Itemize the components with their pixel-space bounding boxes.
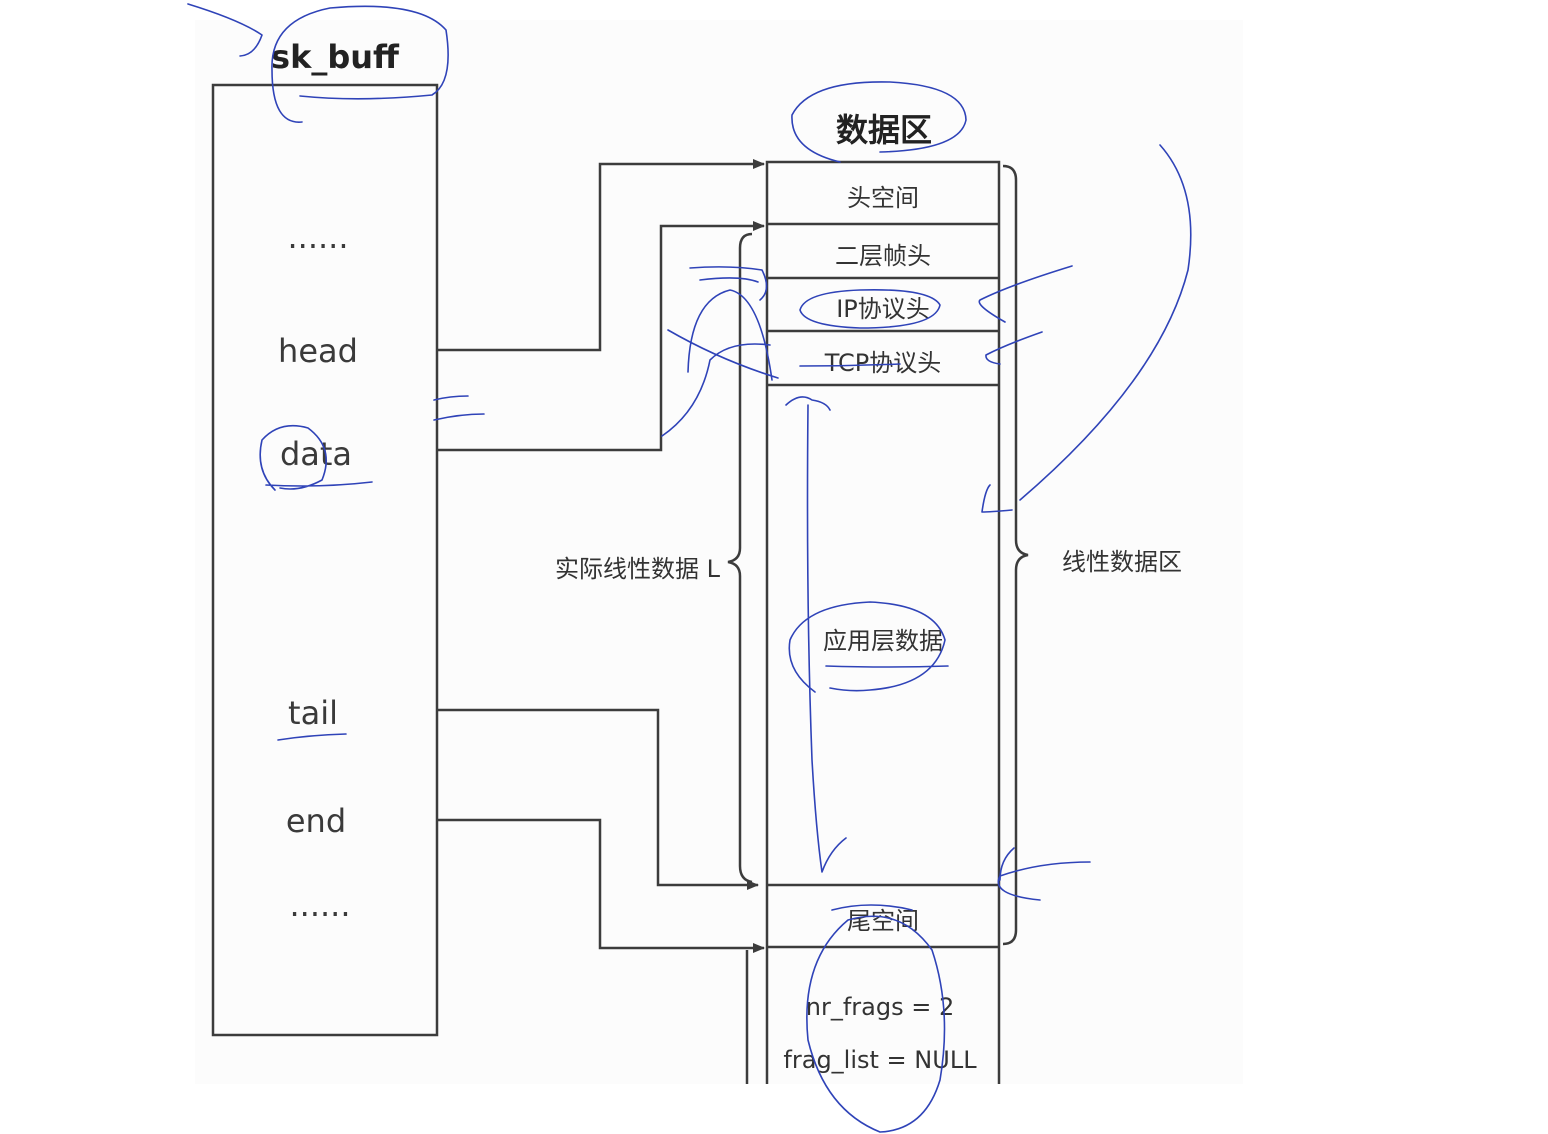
end-pointer-arrow <box>437 818 765 953</box>
field-ellipsis-top: ...... <box>287 218 348 256</box>
segment-l2-header: 二层帧头 <box>835 242 931 270</box>
sk-buff-box <box>211 83 439 1037</box>
ink-circle-ip-header <box>799 288 941 329</box>
sk-buff-title: sk_buff <box>271 38 400 76</box>
segment-headroom: 头空间 <box>847 184 919 212</box>
segment-tcp-header: TCP协议头 <box>824 349 941 377</box>
data-area-box <box>765 160 1001 1084</box>
ink-circle-frags <box>806 904 946 1133</box>
linear-data-area-brace <box>1002 164 1029 946</box>
linear-data-area-label: 线性数据区 <box>1062 548 1182 576</box>
field-data: data <box>280 435 352 473</box>
diagram-background <box>195 20 1243 1084</box>
segment-tailroom: 尾空间 <box>847 907 919 935</box>
ink-vertical-line <box>785 396 847 873</box>
ink-curve-right <box>981 144 1192 513</box>
nr-frags-value: nr_frags = 2 <box>806 993 954 1021</box>
segment-ip-header: IP协议头 <box>836 295 930 323</box>
ink-underline-tail <box>277 733 347 741</box>
ink-arrows-right <box>978 265 1073 365</box>
data-pointer-arrow <box>437 221 765 452</box>
frag-list-value: frag_list = NULL <box>783 1046 977 1074</box>
head-pointer-arrow <box>437 159 765 352</box>
ink-stroke <box>187 3 263 57</box>
actual-linear-data-label: 实际线性数据 L <box>555 555 721 583</box>
data-area-title: 数据区 <box>836 111 932 149</box>
ink-circle-sk-buff <box>271 5 449 123</box>
ink-circle-data <box>259 424 373 491</box>
ink-marks <box>433 395 485 421</box>
field-tail: tail <box>288 694 338 732</box>
actual-linear-data-brace <box>727 232 753 884</box>
ink-circle-data-area <box>791 81 967 163</box>
field-end: end <box>286 802 346 840</box>
field-ellipsis-bottom: ...... <box>289 886 350 924</box>
ink-underline-tcp <box>799 363 901 367</box>
ink-arrow-tail <box>997 847 1091 901</box>
tail-pointer-arrow <box>437 708 759 890</box>
field-head: head <box>278 332 358 370</box>
pen-annotations <box>187 3 1192 1133</box>
ink-circle-app-data <box>788 601 949 693</box>
segment-app-data: 应用层数据 <box>823 627 943 655</box>
ink-scribbles <box>661 266 779 437</box>
